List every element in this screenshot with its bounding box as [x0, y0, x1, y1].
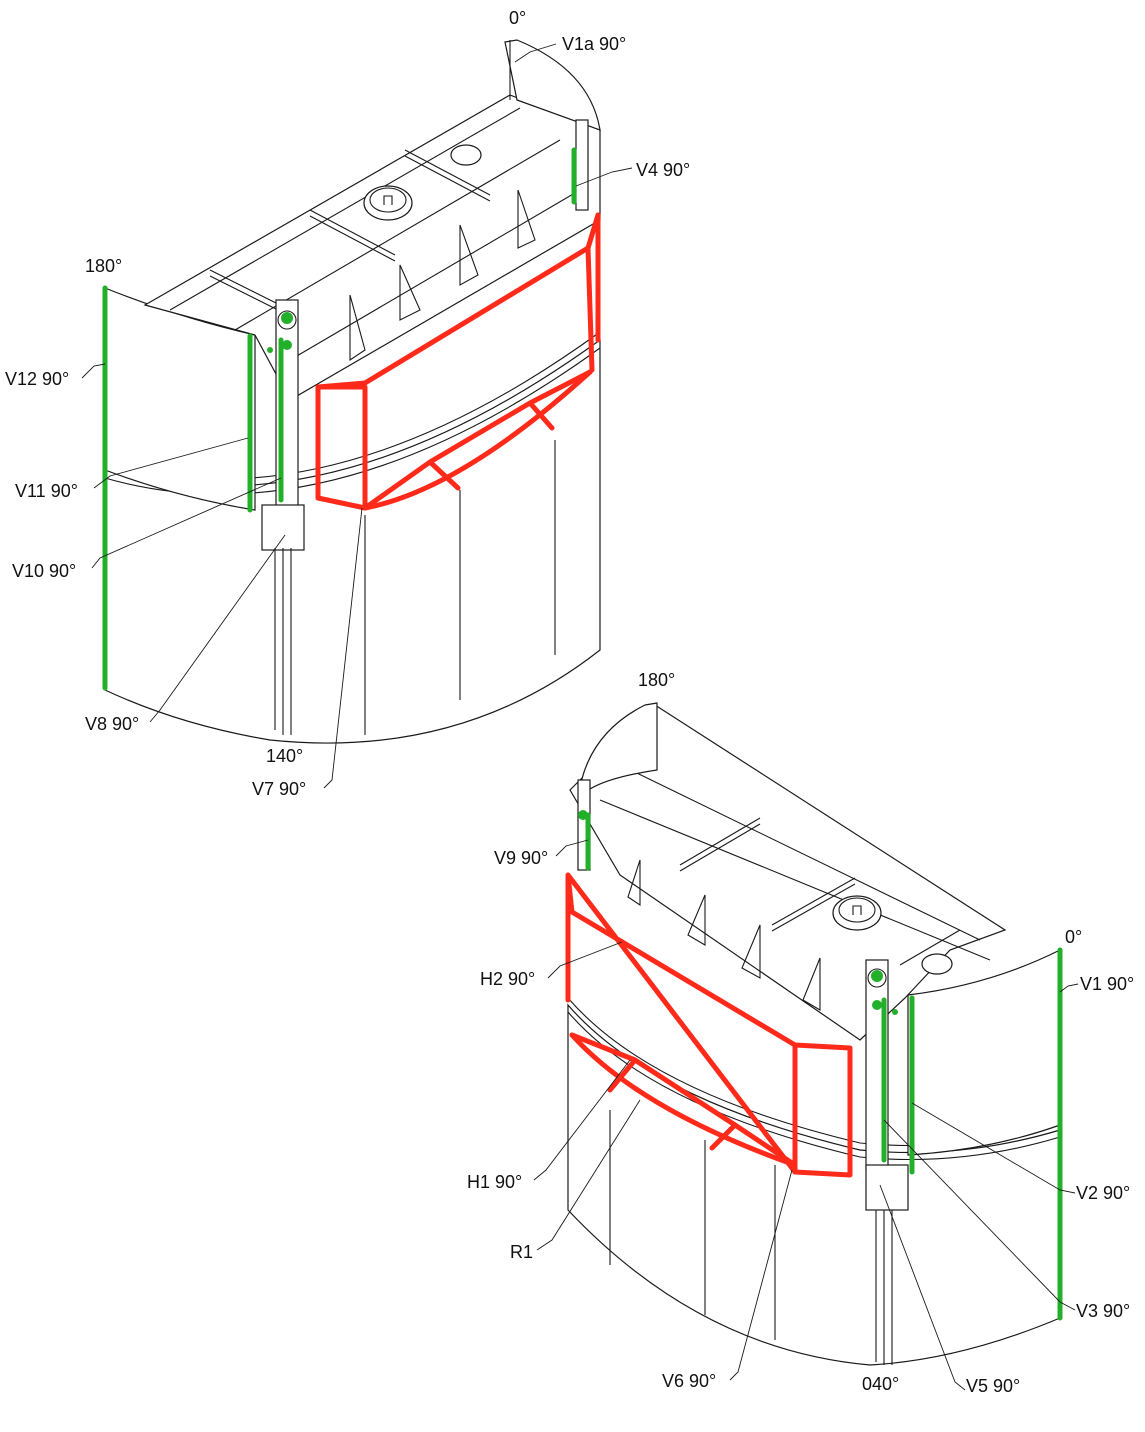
label-v3: V3 90°: [1076, 1301, 1130, 1321]
top-roof-bar: [309, 215, 396, 262]
leader-v4: [575, 167, 633, 187]
bottom-weld-red-brace: [569, 1032, 798, 1168]
bottom-lug-green-eye: [871, 970, 883, 982]
label-v1a: V1a 90°: [562, 34, 626, 54]
bottom-stiffener: [741, 924, 761, 979]
label-h2: H2 90°: [480, 969, 535, 989]
leader-v12: [81, 363, 106, 379]
bottom-shell-upper-right: [907, 949, 1061, 1156]
top-plate-0: [504, 39, 601, 131]
top-lug-eye: [277, 310, 297, 330]
top-lug-green-eye: [281, 312, 293, 324]
bottom-roof-bar: [679, 823, 761, 872]
leader-v6: [729, 1169, 793, 1381]
bottom-manhole-large: [832, 895, 882, 931]
bottom-manhole-large-ring: [838, 897, 876, 923]
top-roof-edge: [234, 139, 561, 331]
bottom-roof-bar: [771, 883, 856, 932]
bottom-roof-bar: [679, 817, 761, 866]
label-v8: V8 90°: [85, 714, 139, 734]
top-stiffener: [517, 189, 536, 249]
label-v2: V2 90°: [1076, 1183, 1130, 1203]
bottom-manhole-handle: [852, 905, 862, 915]
leader-v1a: [514, 43, 557, 63]
top-lug-base: [261, 504, 305, 551]
leader-r1: [536, 1099, 641, 1251]
bottom-lug-green-dot: [872, 1000, 882, 1010]
top-manhole-large-ring: [369, 187, 407, 213]
bottom-roof-edge: [609, 759, 981, 941]
bottom-weld-red-arc: [569, 1032, 798, 1168]
top-roof-bar: [309, 209, 396, 256]
leader-v5: [879, 1184, 966, 1391]
label-v6: V6 90°: [662, 1371, 716, 1391]
leader-h2: [547, 941, 623, 979]
top-manhole-small: [450, 144, 482, 166]
top-weld-red-arc: [362, 369, 593, 511]
bottom-roof-edge: [599, 799, 991, 961]
top-stiffener: [349, 294, 366, 362]
leader-v2: [911, 1102, 1076, 1194]
leader-v9: [555, 839, 589, 857]
top-lug-right: [575, 119, 589, 211]
top-angle-0: 0°: [509, 8, 526, 28]
label-v9: V9 90°: [494, 848, 548, 868]
top-assembly: [81, 39, 633, 789]
top-roof-edge: [289, 189, 581, 361]
leader-v7: [323, 507, 363, 789]
top-angle-180: 180°: [85, 256, 122, 276]
bottom-stiffener: [627, 859, 641, 907]
top-stiffener: [399, 264, 421, 321]
bottom-lug-green-dot: [578, 810, 588, 820]
leader-h1: [533, 1059, 631, 1181]
leader-v11: [93, 437, 249, 489]
label-h1: H1 90°: [467, 1172, 522, 1192]
top-roof-bar: [404, 149, 491, 196]
bottom-stiffener: [687, 894, 706, 946]
top-weld-red-brace: [362, 369, 593, 511]
bottom-assembly: [533, 702, 1079, 1391]
bottom-angle-0: 0°: [1065, 927, 1082, 947]
label-v10: V10 90°: [12, 561, 76, 581]
top-lug-green-dot: [282, 340, 292, 350]
leader-v10: [91, 477, 282, 569]
top-angle-140: 140°: [266, 746, 303, 766]
label-v1: V1 90°: [1080, 974, 1134, 994]
top-weld-red-top: [315, 212, 601, 390]
top-weld-red-right: [585, 212, 601, 373]
top-manhole-large: [363, 185, 413, 221]
label-v11: V11 90°: [15, 481, 78, 501]
bottom-lug-green-dot: [892, 1009, 898, 1015]
bottom-angle-040: 040°: [862, 1374, 899, 1394]
top-manhole-handle: [383, 195, 393, 205]
top-lug-green-dot: [267, 347, 273, 353]
bottom-lug-eye: [867, 968, 887, 988]
label-v5: V5 90°: [966, 1376, 1020, 1396]
bottom-stiffener: [802, 957, 821, 1011]
label-r1: R1: [510, 1242, 533, 1262]
label-v7: V7 90°: [252, 779, 306, 799]
bottom-ring-band: [567, 1011, 1061, 1161]
label-v12: V12 90°: [5, 369, 69, 389]
top-roof-bar: [404, 155, 491, 202]
leader-v3: [883, 1119, 1076, 1311]
bottom-manhole-small: [921, 953, 953, 975]
bottom-roof-bar: [771, 877, 856, 926]
bottom-roof: [569, 704, 1007, 1041]
bottom-roof-bar: [899, 929, 961, 966]
top-roof-edge: [169, 107, 521, 311]
label-v4: V4 90°: [636, 160, 690, 180]
leader-v1: [1059, 983, 1079, 993]
top-stiffener: [459, 224, 479, 286]
bottom-angle-180: 180°: [638, 670, 675, 690]
leader-v8: [149, 534, 286, 723]
